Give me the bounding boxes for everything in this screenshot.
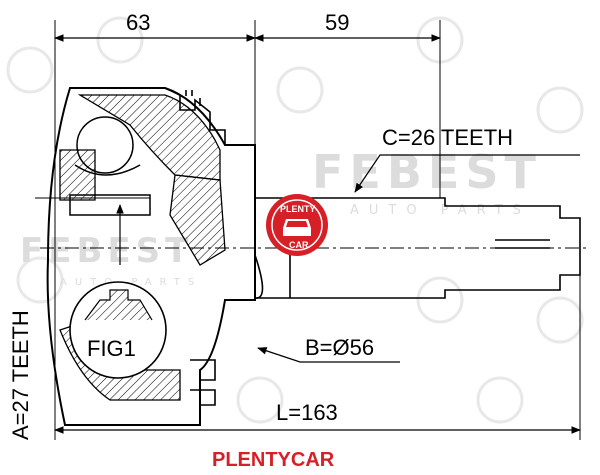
extension-lines (35, 20, 581, 440)
dim-left-length: 63 (126, 10, 150, 35)
joint-body (46, 87, 581, 426)
fig1-label: FIG1 (87, 336, 136, 361)
dim-inner-teeth: A=27 TEETH (8, 310, 33, 440)
dim-seal-diameter: B=Ø56 (305, 335, 374, 360)
footer-brand: PLENTYCAR (212, 449, 335, 471)
ball-detail (69, 116, 151, 216)
badge-bottom-text: CAR (289, 240, 309, 250)
badge-top-text: PLENTY (280, 204, 316, 214)
watermark-main: FEBEST (312, 145, 542, 199)
watermark-main-left: FEBEST (20, 231, 193, 271)
dim-total-length: L=163 (276, 400, 338, 425)
plentycar-badge: PLENTY CAR (266, 194, 328, 256)
dim-outer-teeth: C=26 TEETH (382, 125, 513, 150)
leader-c (354, 154, 580, 193)
fig1-detail: FIG1 (69, 281, 167, 379)
leader-b (257, 347, 400, 363)
dim-right-length: 59 (325, 10, 349, 35)
car-icon (283, 219, 311, 236)
